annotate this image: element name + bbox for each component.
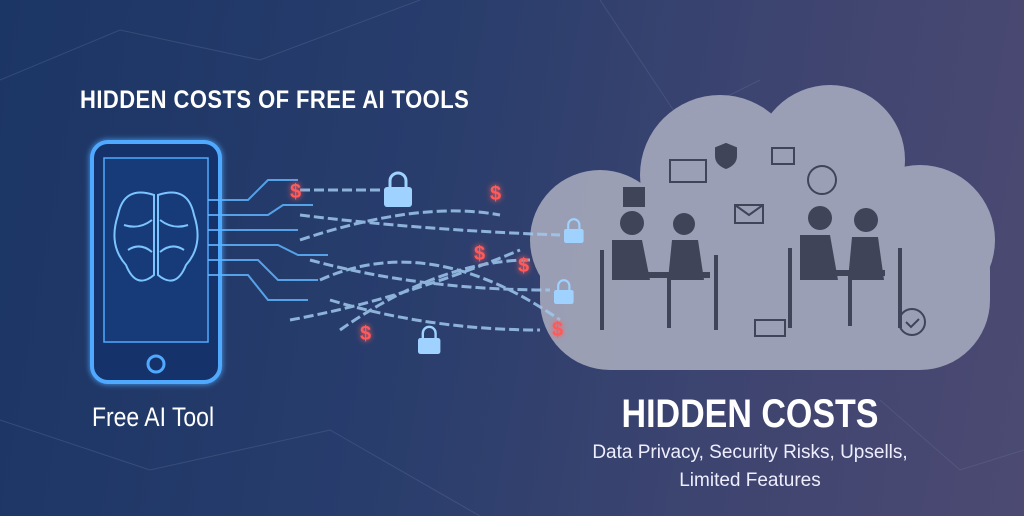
dollar-icons: $ $ $ $ $ $: [290, 181, 563, 345]
hidden-costs-title: HIDDEN COSTS: [621, 392, 879, 436]
mail-icon: [734, 204, 764, 224]
hidden-costs-line-2: Limited Features: [679, 470, 821, 491]
svg-text:$: $: [518, 255, 529, 277]
svg-text:$: $: [474, 243, 485, 265]
basket-icon: [754, 319, 786, 337]
free-ai-tool-label: Free AI Tool: [92, 402, 215, 432]
svg-text:$: $: [490, 183, 501, 205]
cloud: [530, 85, 995, 370]
chains: [289, 188, 561, 332]
cloud-icons: [623, 142, 926, 337]
phone: [90, 140, 222, 384]
home-button-icon: [146, 354, 166, 374]
check-icon: [898, 308, 926, 336]
calendar-icon: [771, 147, 795, 165]
circuit-lines: [208, 179, 328, 301]
svg-text:$: $: [360, 323, 371, 345]
circle-icon: [807, 165, 837, 195]
lock-icons: [384, 171, 584, 354]
svg-text:$: $: [552, 319, 563, 341]
svg-text:$: $: [290, 181, 301, 203]
shield-icon: [715, 142, 737, 170]
hidden-costs-line-1: Data Privacy, Security Risks, Upsells,: [592, 442, 908, 463]
brain-icon: [113, 191, 199, 282]
people-at-tables: [600, 206, 902, 330]
page-title: HIDDEN COSTS OF FREE AI TOOLS: [80, 86, 470, 114]
browser-icon: [669, 159, 707, 183]
document-icon: [623, 187, 645, 207]
